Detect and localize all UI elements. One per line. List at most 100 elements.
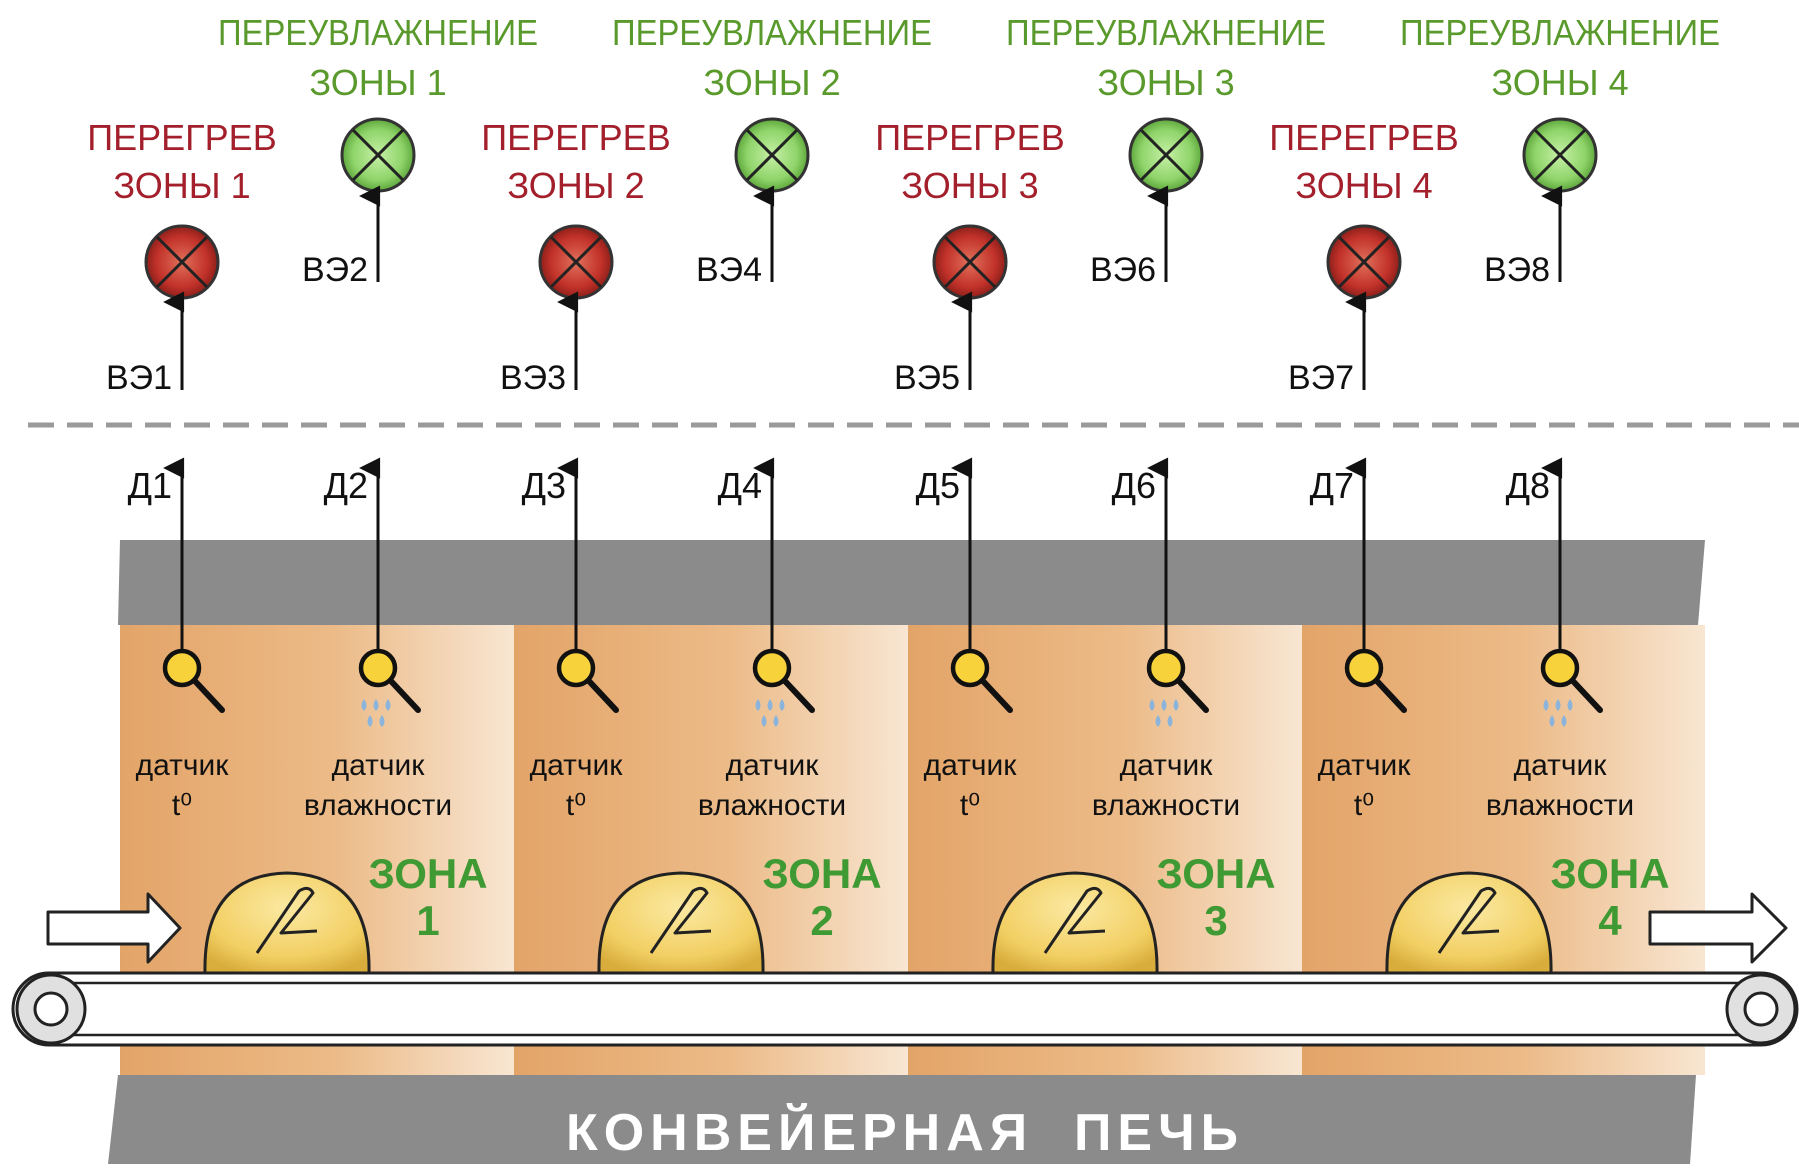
humidity-alarm-label: ПЕРЕУВЛАЖНЕНИЕ: [218, 12, 538, 53]
water-drop: [379, 715, 385, 727]
conveyor-belt: [11, 971, 1799, 1047]
sensor-lens: [752, 648, 792, 688]
sensor-handle: [191, 677, 225, 713]
bread-score: [1437, 886, 1500, 954]
water-drop: [755, 699, 761, 711]
water-drop: [1167, 715, 1173, 727]
water-drop: [373, 699, 379, 711]
temp-sensor-label: t⁰: [172, 789, 192, 822]
sensor-lens: [1146, 648, 1186, 688]
water-drop: [1149, 699, 1155, 711]
water-drop: [361, 699, 367, 711]
zone-caption: ЗОНА: [1550, 850, 1669, 897]
sensor-handle: [387, 677, 421, 713]
water-drop: [1155, 715, 1161, 727]
bread-score: [255, 886, 318, 954]
water-drop: [761, 715, 767, 727]
overheat-alarm-lamp-icon: [538, 224, 614, 300]
sensor-lens: [358, 648, 398, 688]
conveyor-roller-left-icon: [15, 973, 87, 1045]
overheat-alarm-label: ЗОНЫ 4: [1295, 165, 1432, 206]
humidity-alarm-label: ПЕРЕУВЛАЖНЕНИЕ: [1400, 12, 1720, 53]
humidity-sensor-tag: Д6: [1112, 465, 1156, 506]
water-drop: [385, 699, 391, 711]
humidity-alarm-label: ЗОНЫ 3: [1097, 62, 1234, 103]
humidity-output-label: ВЭ4: [696, 251, 762, 289]
bread-loaf-icon: [203, 871, 371, 975]
humidity-output-label: ВЭ6: [1090, 251, 1156, 289]
temp-sensor-label: t⁰: [1354, 789, 1374, 822]
overheat-output-label: ВЭ3: [500, 359, 566, 397]
water-drop: [773, 715, 779, 727]
humidity-sensor-label: датчик: [1120, 749, 1214, 782]
bread-body: [991, 871, 1159, 975]
temp-sensor-tag: Д1: [128, 465, 172, 506]
humidity-alarm-lamp-icon: [340, 117, 416, 193]
humidity-sensor-tag: Д4: [718, 465, 762, 506]
water-drop: [1561, 715, 1567, 727]
overheat-alarm-lamp-icon: [1326, 224, 1402, 300]
flow-arrow-icon: [1648, 892, 1788, 964]
humidity-sensor-label: влажности: [1486, 789, 1634, 822]
oven-bottom-wall: [108, 1075, 1696, 1164]
zone-caption: ЗОНА: [762, 850, 881, 897]
overheat-alarm-lamp-icon-cross: [155, 235, 209, 289]
overheat-output-label: ВЭ5: [894, 359, 960, 397]
water-drops-icon: [361, 699, 391, 727]
humidity-sensor-label: датчик: [726, 749, 820, 782]
water-drop: [1161, 699, 1167, 711]
humidity-sensor-tag: Д2: [324, 465, 368, 506]
humidity-sensor-label: датчик: [332, 749, 426, 782]
humidity-alarm-lamp-icon: [1522, 117, 1598, 193]
overheat-output-label: ВЭ7: [1288, 359, 1354, 397]
sensor-handle: [1175, 677, 1209, 713]
humidity-output-label: ВЭ2: [302, 251, 368, 289]
water-drop: [1543, 699, 1549, 711]
zone-caption-number: 4: [1598, 897, 1622, 944]
humidity-alarm-label: ЗОНЫ 1: [309, 62, 446, 103]
water-drop: [779, 699, 785, 711]
temp-sensor-label: датчик: [924, 749, 1018, 782]
bread-score: [1043, 886, 1106, 954]
bread-score: [649, 886, 712, 954]
overheat-alarm-lamp-icon: [144, 224, 220, 300]
overheat-alarm-lamp-icon-cross: [1337, 235, 1391, 289]
overheat-alarm-lamp-icon-cross: [943, 235, 997, 289]
oven-title: КОНВЕЙЕРНАЯ ПЕЧЬ: [566, 1103, 1244, 1162]
sensor-handle: [979, 677, 1013, 713]
overheat-alarm-label: ПЕРЕГРЕВ: [1269, 117, 1458, 158]
bread-body: [203, 871, 371, 975]
humidity-sensor-label: датчик: [1514, 749, 1608, 782]
humidity-sensor-label: влажности: [1092, 789, 1240, 822]
sensor-handle: [1569, 677, 1603, 713]
flow-arrow-icon: [46, 892, 182, 964]
sensor-lens: [950, 648, 990, 688]
water-drop: [367, 715, 373, 727]
conveyor-roller-right-icon: [1725, 973, 1797, 1045]
temp-sensor-tag: Д3: [522, 465, 566, 506]
magnifier-sensor-icon: [1344, 648, 1407, 713]
temp-sensor-label: t⁰: [566, 789, 586, 822]
sensor-handle: [1373, 677, 1407, 713]
magnifier-sensor-icon: [162, 648, 225, 713]
magnifier-sensor-icon: [358, 648, 421, 713]
bread-loaf-icon: [597, 871, 765, 975]
humidity-sensor-label: влажности: [698, 789, 846, 822]
bread-loaf-icon: [1385, 871, 1553, 975]
zone-caption-number: 1: [416, 897, 439, 944]
overheat-alarm-lamp-icon: [932, 224, 1008, 300]
zone-caption: ЗОНА: [1156, 850, 1275, 897]
zone-caption: ЗОНА: [368, 850, 487, 897]
humidity-alarm-label: ПЕРЕУВЛАЖНЕНИЕ: [612, 12, 932, 53]
temp-sensor-tag: Д5: [916, 465, 960, 506]
humidity-alarm-label: ПЕРЕУВЛАЖНЕНИЕ: [1006, 12, 1326, 53]
humidity-alarm-lamp-icon-cross: [351, 128, 405, 182]
magnifier-sensor-icon: [950, 648, 1013, 713]
sensor-lens: [162, 648, 202, 688]
overheat-output-label: ВЭ1: [106, 359, 172, 397]
water-drops-icon: [1149, 699, 1179, 727]
water-drop: [1173, 699, 1179, 711]
